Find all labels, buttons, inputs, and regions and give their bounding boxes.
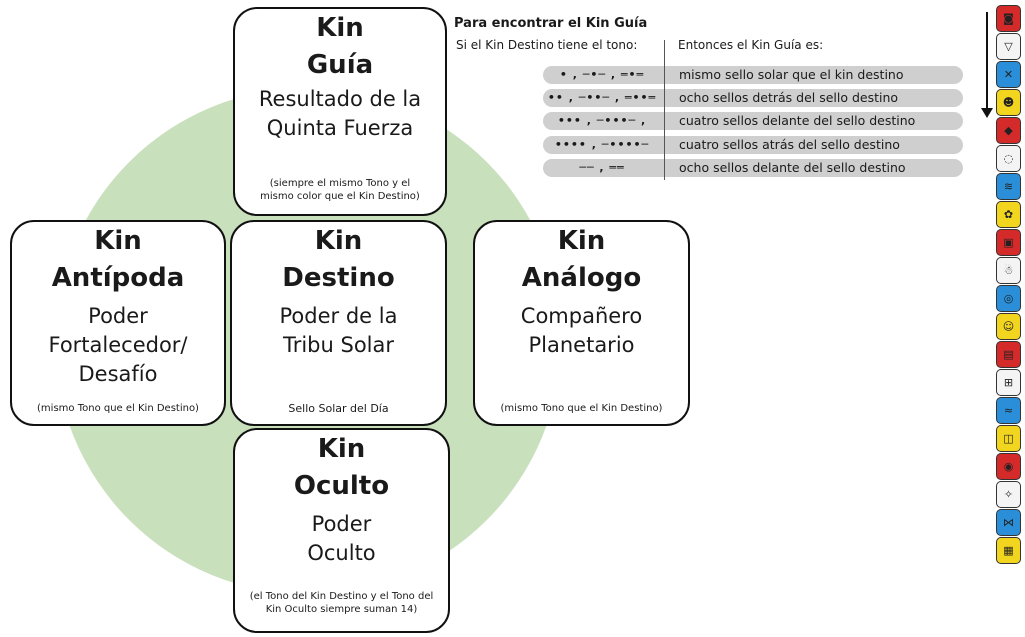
solar-seal-white-icon: ▽ <box>996 33 1021 60</box>
solar-seal-white-icon: ✧ <box>996 481 1021 508</box>
kin-destino-desc-2: Tribu Solar <box>282 333 395 357</box>
solar-seal-yellow-icon: ✿ <box>996 201 1021 228</box>
solar-seal-white-icon: ⊞ <box>996 369 1021 396</box>
kin-destino-title: Destino <box>282 263 395 293</box>
guide-header-result: Entonces el Kin Guía es: <box>678 38 824 52</box>
kin-oculto-note-1: (el Tono del Kin Destino y el Tono del <box>249 591 434 602</box>
guide-row: •••• , ─••••─ cuatro sellos atrás del se… <box>543 136 963 154</box>
tone-symbols: ••• , ─•••─ , ═•••═ <box>557 114 647 145</box>
guide-divider <box>664 40 665 180</box>
kin-guia-note-1: (siempre el mismo Tono y el <box>269 178 411 189</box>
kin-destino-note: Sello Solar del Día <box>288 402 389 415</box>
kin-guia-box: Kin Guía Resultado de la Quinta Fuerza (… <box>233 7 447 216</box>
tone-symbols: •• , ─••─ , ═••═ <box>547 91 657 104</box>
kin-analogo-box: Kin Análogo Compañero Planetario (mismo … <box>473 220 690 426</box>
kin-guia-desc-2: Quinta Fuerza <box>266 116 414 140</box>
guide-row: •• , ─••─ , ═••═ ocho sellos detrás del … <box>543 89 963 107</box>
guide-row: ••• , ─•••─ , ═•••═ cuatro sellos delant… <box>543 112 963 145</box>
kin-analogo-note: (mismo Tono que el Kin Destino) <box>500 403 663 414</box>
kin-guia-title: Guía <box>306 50 374 80</box>
solar-seal-white-icon: ☃ <box>996 257 1021 284</box>
solar-seal-yellow-icon: ▦ <box>996 537 1021 564</box>
solar-seals-strip: ◙▽✕☻◆◌≋✿▣☃◎☺▤⊞≈◫◉✧⋈▦ <box>996 5 1023 565</box>
kin-oculto-box: Kin Oculto Poder Oculto (el Tono del Kin… <box>233 428 450 633</box>
down-arrow-icon <box>981 108 993 118</box>
guide-result: ocho sellos delante del sello destino <box>679 160 906 175</box>
kin-antipoda-desc-1: Poder <box>88 304 148 328</box>
guide-result: ocho sellos detrás del sello destino <box>679 90 899 105</box>
kin-oculto-title: Oculto <box>293 471 390 501</box>
kin-analogo-title: Análogo <box>521 263 642 293</box>
solar-seal-blue-icon: ✕ <box>996 61 1021 88</box>
solar-seal-blue-icon: ◎ <box>996 285 1021 312</box>
kin-destino-desc-1: Poder de la <box>279 304 398 328</box>
solar-seal-yellow-icon: ☻ <box>996 89 1021 116</box>
guide-result: mismo sello solar que el kin destino <box>679 67 904 82</box>
kin-label: Kin <box>316 13 364 43</box>
kin-antipoda-title: Antípoda <box>51 263 185 293</box>
solar-seal-yellow-icon: ☺ <box>996 313 1021 340</box>
kin-label: Kin <box>317 434 366 464</box>
guide-row: ── , ══ ocho sellos delante del sello de… <box>543 159 963 177</box>
solar-seal-white-icon: ◌ <box>996 145 1021 172</box>
tone-symbols: ── , ══ <box>579 161 625 174</box>
kin-label: Kin <box>557 226 606 256</box>
kin-antipoda-note: (mismo Tono que el Kin Destino) <box>37 403 199 414</box>
kin-oculto-desc-1: Poder <box>311 512 372 536</box>
solar-seal-red-icon: ◉ <box>996 453 1021 480</box>
kin-analogo-desc-1: Compañero <box>520 304 643 328</box>
kin-antipoda-desc-2: Fortalecedor/ <box>48 333 188 357</box>
guide-row: • , ─•─ , ═•═ mismo sello solar que el k… <box>543 66 963 84</box>
kin-label: Kin <box>314 226 363 256</box>
kin-guia-note-2: mismo color que el Kin Destino) <box>260 191 420 202</box>
guide-title: Para encontrar el Kin Guía <box>454 16 648 31</box>
kin-analogo-desc-2: Planetario <box>528 333 635 357</box>
tone-symbols: •••• , ─••••─ <box>554 138 650 151</box>
solar-seal-red-icon: ▤ <box>996 341 1021 368</box>
solar-seal-blue-icon: ≋ <box>996 173 1021 200</box>
solar-seal-red-icon: ◙ <box>996 5 1021 32</box>
kin-guia-desc-1: Resultado de la <box>258 87 422 111</box>
solar-seal-red-icon: ▣ <box>996 229 1021 256</box>
kin-antipoda-desc-3: Desafío <box>78 362 158 386</box>
kin-oculto-note-2: Kin Oculto siempre suman 14) <box>265 604 418 615</box>
kin-label: Kin <box>94 226 142 256</box>
guide-result: cuatro sellos delante del sello destino <box>679 113 916 128</box>
tone-symbols: • , ─•─ , ═•═ <box>559 68 645 81</box>
down-arrow-line <box>986 12 988 110</box>
solar-seal-blue-icon: ⋈ <box>996 509 1021 536</box>
kin-oculto-desc-2: Oculto <box>307 541 376 565</box>
guide-result: cuatro sellos atrás del sello destino <box>679 137 900 152</box>
kin-antipoda-box: Kin Antípoda Poder Fortalecedor/ Desafío… <box>10 220 226 426</box>
solar-seal-yellow-icon: ◫ <box>996 425 1021 452</box>
kin-destino-box: Kin Destino Poder de la Tribu Solar Sell… <box>230 220 447 426</box>
guide-header-tone: Si el Kin Destino tiene el tono: <box>456 38 638 52</box>
solar-seal-red-icon: ◆ <box>996 117 1021 144</box>
solar-seal-blue-icon: ≈ <box>996 397 1021 424</box>
